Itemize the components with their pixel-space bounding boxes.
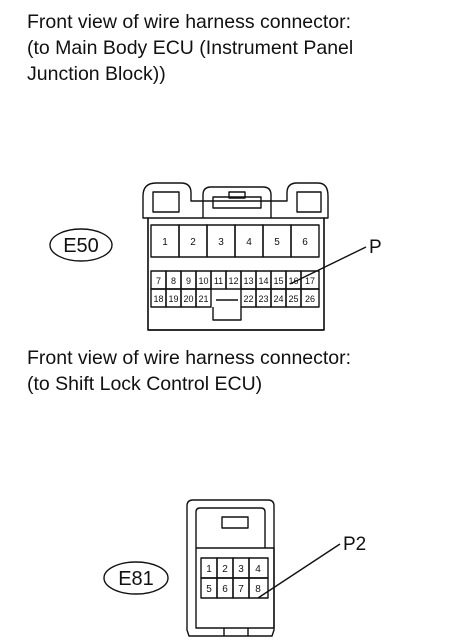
pin-cell (195, 288, 212, 308)
pin-cell (290, 224, 320, 258)
pin-label: 2 (222, 564, 228, 575)
e50-key-notch (212, 307, 242, 321)
pin-label: 14 (258, 276, 268, 286)
pin-label: 3 (218, 237, 224, 248)
pin-label: 2 (190, 237, 196, 248)
pin-label: 17 (305, 276, 315, 286)
pin-label: 11 (214, 276, 223, 286)
e50-tag-label: E50 (63, 235, 99, 257)
e81-inner-wall (195, 507, 266, 548)
e50-callout-label: P (369, 237, 382, 258)
e50-ear-slot-right (296, 191, 322, 213)
pin-label: 6 (302, 237, 308, 248)
pin-label: 1 (206, 564, 212, 575)
e50-housing (142, 182, 329, 331)
e50-tag-ellipse (49, 228, 113, 262)
caption-line: Junction Block)) (27, 63, 166, 85)
pin-label: 15 (273, 276, 283, 286)
e50-bottom-row (150, 288, 320, 308)
connector-e50-caption: Front view of wire harness connector: (t… (27, 9, 353, 87)
e81-tag-label: E81 (118, 568, 154, 590)
pin-label: 16 (288, 276, 298, 286)
e50-top-row (150, 224, 320, 258)
pin-label: 5 (206, 584, 212, 595)
pin-label: 8 (255, 584, 261, 595)
pin-label: 22 (243, 294, 253, 304)
caption-line: Front view of wire harness connector: (27, 11, 352, 33)
pin-label: 25 (288, 294, 298, 304)
connector-e81: 1 2 3 4 5 6 7 8 E81 P2 (103, 499, 366, 637)
pin-label: 24 (273, 294, 283, 304)
e81-pin-labels: 1 2 3 4 5 6 7 8 (206, 564, 261, 595)
e81-callout-label: P2 (343, 534, 366, 555)
connector-e50: 1 2 3 4 5 6 7 8 9 10 11 12 13 14 15 16 1… (49, 182, 382, 331)
e50-pin-labels: 1 2 3 4 5 6 7 8 9 10 11 12 13 14 15 16 1… (153, 237, 315, 304)
pin-label: 19 (168, 294, 178, 304)
pin-label: 26 (305, 294, 315, 304)
e50-latch-tab (228, 191, 246, 199)
caption-line: (to Shift Lock Control ECU) (27, 373, 263, 395)
e81-housing (186, 499, 275, 637)
caption-line: Front view of wire harness connector: (27, 347, 352, 369)
e50-inner-body (147, 217, 325, 331)
pin-label: 7 (238, 584, 244, 595)
e81-tag-ellipse (103, 561, 169, 595)
pin-label: 3 (238, 564, 244, 575)
pin-label: 21 (198, 294, 208, 304)
e50-callout-line (289, 246, 367, 285)
e81-callout-line (257, 543, 341, 599)
e50-ear-slot-left (152, 191, 180, 213)
pin-label: 4 (246, 237, 252, 248)
pin-label: 20 (183, 294, 193, 304)
pin-label: 9 (186, 276, 191, 286)
pin-cell (300, 288, 320, 308)
pin-label: 13 (243, 276, 253, 286)
pin-label: 18 (153, 294, 163, 304)
pin-label: 4 (255, 564, 261, 575)
pin-label: 10 (198, 276, 208, 286)
pin-label: 23 (258, 294, 268, 304)
e81-pin-grid (200, 557, 269, 599)
e50-latch-window (212, 196, 262, 209)
pin-label: 5 (274, 237, 280, 248)
pin-label: 12 (228, 276, 238, 286)
caption-line: (to Main Body ECU (Instrument Panel (27, 37, 354, 59)
pin-label: 1 (162, 237, 168, 248)
e81-bottom-tab (223, 628, 249, 636)
e50-latch (202, 186, 272, 218)
pin-label: 6 (222, 584, 228, 595)
e81-latch (221, 516, 249, 529)
pin-label: 8 (171, 276, 176, 286)
pin-label: 7 (156, 276, 161, 286)
connector-e81-caption: Front view of wire harness connector: (t… (27, 345, 351, 397)
